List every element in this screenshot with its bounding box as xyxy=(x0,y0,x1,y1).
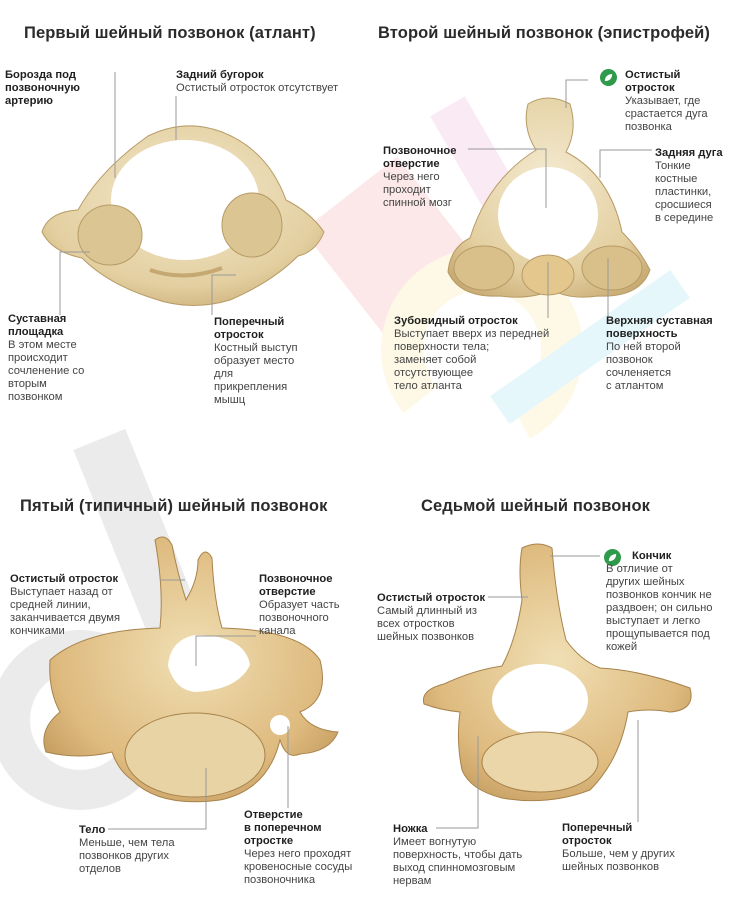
leader-transverse-process xyxy=(211,274,236,315)
leader-spinous-axis xyxy=(565,79,588,108)
atlas-title: Первый шейный позвонок (атлант) xyxy=(24,24,316,42)
label-articular-facet-desc: В этом месте происходит сочленение со вт… xyxy=(8,339,85,403)
label-dens: Зубовидный отросток Выступает вверх из п… xyxy=(394,315,549,393)
label-spinous-seventh: Остистый отросток Самый длинный из всех … xyxy=(377,592,485,644)
label-foramen-fifth-desc: Образует часть позвоночного канала xyxy=(259,599,340,637)
label-transverse-foramen-desc: Через него проходят кровеносные сосуды п… xyxy=(244,848,353,886)
fifth-vertebra-illustration xyxy=(43,536,339,803)
label-tip: Кончик xyxy=(632,550,671,563)
label-dens-desc: Выступает вверх из передней поверхности … xyxy=(394,328,550,392)
label-foramen-axis-desc: Через него проходит спинной мозг xyxy=(383,171,452,209)
label-foramen-axis: Позвоночное отверстие Через него проходи… xyxy=(383,145,456,210)
label-dens-head: Зубовидный отросток xyxy=(394,315,518,327)
label-spinous-axis: Остистый отросток Указывает, где срастае… xyxy=(625,69,708,134)
leader-foramen-axis xyxy=(468,148,547,208)
label-body-head: Тело xyxy=(79,824,106,836)
axis-title: Второй шейный позвонок (эпистрофей) xyxy=(378,24,710,42)
fifth-title: Пятый (типичный) шейный позвонок xyxy=(20,497,328,515)
label-transverse-seventh-head: Поперечный отросток xyxy=(562,822,633,847)
label-transverse-seventh-desc: Больше, чем у других шейных позвонков xyxy=(562,848,675,873)
label-articular-facet-head: Суставная площадка xyxy=(8,313,67,338)
atlas-illustration xyxy=(41,125,325,307)
leaf-icon xyxy=(604,549,621,566)
label-posterior-tubercle-desc: Остистый отросток отсутствует xyxy=(176,82,339,94)
label-transverse-process: Поперечный отросток Костный выступ образ… xyxy=(214,316,298,407)
leader-body xyxy=(108,768,207,830)
label-tip-desc: В отличие от других шейных позвонков кон… xyxy=(606,563,713,653)
label-spinous-fifth-head: Остистый отросток xyxy=(10,573,119,585)
label-posterior-tubercle-head: Задний бугорок xyxy=(176,69,264,81)
leader-articular-facet xyxy=(59,251,90,315)
label-tip-head: Кончик xyxy=(632,550,672,562)
label-spinous-axis-head: Остистый отросток xyxy=(625,69,681,94)
label-groove-head: Борозда под позвоночную артерию xyxy=(5,69,80,107)
label-superior-facet-head: Верхняя суставная поверхность xyxy=(606,315,713,340)
axis-illustration xyxy=(447,97,651,298)
label-spinous-axis-desc: Указывает, где срастается дуга позвонка xyxy=(625,95,708,133)
leader-posterior-arch xyxy=(599,149,652,178)
label-superior-facet: Верхняя суставная поверхность По ней вто… xyxy=(606,315,713,393)
label-tip-text: В отличие от других шейных позвонков кон… xyxy=(606,563,713,654)
label-foramen-axis-head: Позвоночное отверстие xyxy=(383,145,457,170)
label-foramen-fifth: Позвоночное отверстие Образует часть поз… xyxy=(259,573,340,638)
label-pedicle-desc: Имеет вогнутую поверхность, чтобы дать в… xyxy=(393,836,523,887)
label-spinous-fifth: Остистый отросток Выступает назад от сре… xyxy=(10,573,120,638)
label-posterior-arch: Задняя дуга Тонкие костные пластинки, ср… xyxy=(655,147,723,225)
label-superior-facet-desc: По ней второй позвонок сочленяется с атл… xyxy=(606,341,681,392)
label-transverse-foramen-head: Отверстие в поперечном отростке xyxy=(244,809,322,847)
label-spinous-seventh-head: Остистый отросток xyxy=(377,592,486,604)
label-pedicle: Ножка Имеет вогнутую поверхность, чтобы … xyxy=(393,823,522,888)
label-posterior-tubercle: Задний бугорок Остистый отросток отсутст… xyxy=(176,69,338,95)
label-transverse-process-head: Поперечный отросток xyxy=(214,316,285,341)
label-posterior-arch-head: Задняя дуга xyxy=(655,147,723,159)
label-transverse-process-desc: Костный выступ образует место для прикре… xyxy=(214,342,298,406)
leader-foramen-fifth xyxy=(195,635,256,666)
label-pedicle-head: Ножка xyxy=(393,823,428,835)
label-articular-facet: Суставная площадка В этом месте происход… xyxy=(8,313,84,404)
label-spinous-fifth-desc: Выступает назад от средней линии, заканч… xyxy=(10,586,121,637)
label-body-desc: Меньше, чем тела позвонков других отдело… xyxy=(79,837,175,875)
leaf-icon xyxy=(600,69,617,86)
label-spinous-seventh-desc: Самый длинный из всех отростков шейных п… xyxy=(377,605,477,643)
label-transverse-foramen: Отверстие в поперечном отростке Через не… xyxy=(244,809,352,887)
label-groove: Борозда под позвоночную артерию xyxy=(5,69,80,108)
label-transverse-seventh: Поперечный отросток Больше, чем у других… xyxy=(562,822,675,874)
seventh-vertebra-illustration xyxy=(422,543,692,802)
label-body: Тело Меньше, чем тела позвонков других о… xyxy=(79,824,175,876)
seventh-title: Седьмой шейный позвонок xyxy=(421,497,650,515)
leader-pedicle xyxy=(436,736,479,829)
label-posterior-arch-desc: Тонкие костные пластинки, сросшиеся в се… xyxy=(655,160,714,224)
label-foramen-fifth-head: Позвоночное отверстие xyxy=(259,573,333,598)
